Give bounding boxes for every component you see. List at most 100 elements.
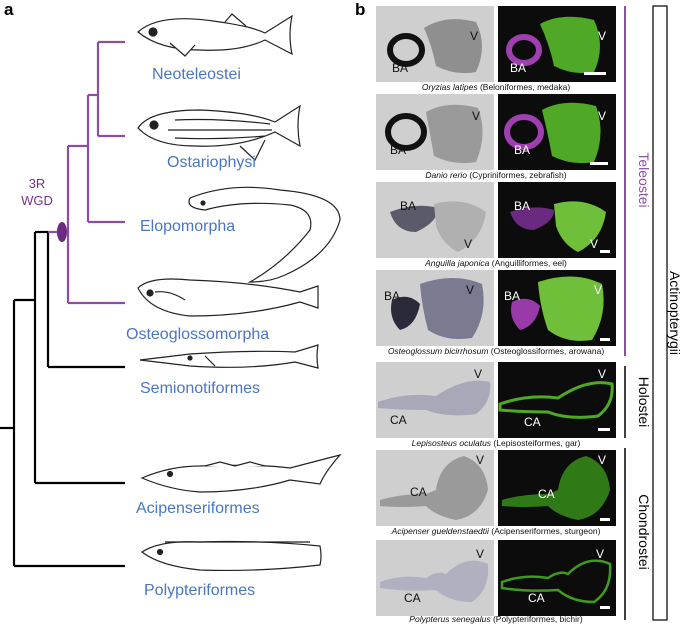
fluorescence-drawing <box>510 201 606 252</box>
actinopterygii-bracket <box>652 5 668 621</box>
brightfield-section: BA V <box>376 182 494 258</box>
species-name: Polypterus senegalus <box>409 614 491 624</box>
species-name: Anguilla japonica <box>425 258 490 268</box>
chamber-label: BA <box>384 289 401 303</box>
ventricle-label: V <box>464 237 473 251</box>
arowana-illustration <box>137 278 319 317</box>
scale-bar <box>584 72 606 75</box>
chamber-label: BA <box>392 61 409 75</box>
fluorescence-drawing <box>504 102 601 164</box>
medaka-fish-illustration <box>137 13 293 57</box>
fluorescence-drawing <box>502 456 610 520</box>
scale-bar <box>598 428 610 431</box>
heart-section-drawing <box>380 560 489 602</box>
taxon-osteoglossomorpha: Osteoglossomorpha <box>126 326 270 343</box>
chamber-label: BA <box>400 199 417 213</box>
ventricle-label: V <box>466 283 475 297</box>
scale-bar <box>600 338 610 341</box>
heart-section-drawing <box>378 380 491 416</box>
taxon-neoteleostei: Neoteleostei <box>152 66 241 83</box>
ventricle-label: V <box>598 367 607 381</box>
actinopterygii-label: Actinopterygii <box>667 270 683 356</box>
chamber-label: BA <box>390 143 407 157</box>
species-detail: (Polypteriformes, bichir) <box>490 614 583 624</box>
species-name: Oryzias latipes <box>421 82 478 92</box>
brightfield-section: CA V <box>376 362 494 438</box>
species-detail: (Cypriniformes, zebrafish) <box>466 170 567 180</box>
fluorescence-section: CA V <box>498 540 616 616</box>
fluorescence-section: CA V <box>498 362 616 438</box>
gar-illustration <box>139 344 319 369</box>
chamber-label: CA <box>404 591 421 605</box>
ventricle-label: V <box>476 453 485 467</box>
wgd-marker <box>57 222 67 242</box>
species-caption: Acipenser gueldenstaedtii (Acipenserifor… <box>366 526 626 536</box>
teleostei-label: Teleostei <box>636 152 652 208</box>
chamber-label: BA <box>504 289 521 303</box>
species-caption: Anguilla japonica (Anguilliformes, eel) <box>366 258 626 268</box>
chamber-label: BA <box>510 61 527 75</box>
species-detail: (Anguilliformes, eel) <box>489 258 567 268</box>
ventricle-label: V <box>594 283 603 297</box>
taxon-semionotiformes: Semionotiformes <box>140 380 261 397</box>
zebrafish-illustration <box>137 104 301 161</box>
fluorescence-section: BA V <box>498 94 616 170</box>
heart-section-drawing <box>385 104 483 164</box>
ventricle-label: V <box>474 367 483 381</box>
species-name: Lepisosteus oculatus <box>411 438 492 448</box>
brightfield-section: CA V <box>376 540 494 616</box>
chamber-label: BA <box>514 143 531 157</box>
ventricle-label: V <box>598 109 607 123</box>
scale-bar <box>600 518 610 521</box>
ventricle-label: V <box>590 237 599 251</box>
fluorescence-section: CA V <box>498 450 616 526</box>
ventricle-label: V <box>472 109 481 123</box>
chamber-label: CA <box>528 591 545 605</box>
sturgeon-illustration <box>140 453 342 493</box>
chamber-label: CA <box>524 415 541 429</box>
species-detail: (Acipenseriformes, sturgeon) <box>488 526 601 536</box>
heart-section-drawing <box>387 19 482 74</box>
species-detail: (Beloniformes, medaka) <box>477 82 571 92</box>
chamber-label: CA <box>538 487 555 501</box>
taxon-polypteriformes: Polypteriformes <box>144 582 256 599</box>
wgd-label-line1: 3R <box>28 176 46 191</box>
panel-b-label: b <box>355 0 366 19</box>
panel-a-label: a <box>4 0 14 19</box>
holostei-label: Holostei <box>636 376 652 428</box>
fluorescence-drawing <box>498 381 614 419</box>
heart-section-drawing <box>380 456 488 520</box>
scale-bar <box>590 162 608 165</box>
species-detail: (Lepisosteiformes, gar) <box>491 438 581 448</box>
ventricle-label: V <box>598 29 607 43</box>
fluorescence-section: BA V <box>498 182 616 258</box>
ventricle-label: V <box>476 547 485 561</box>
chamber-label: CA <box>390 413 407 427</box>
species-name: Acipenser gueldenstaedtii <box>391 526 489 536</box>
species-caption: Osteoglossum bicirrhosum (Osteoglossifor… <box>366 346 626 356</box>
brightfield-section: BA V <box>376 94 494 170</box>
wgd-label-line2: WGD <box>21 193 53 208</box>
eel-illustration <box>188 186 341 283</box>
fluorescence-drawing <box>511 276 604 341</box>
heart-section-drawing <box>391 278 484 339</box>
species-caption: Lepisosteus oculatus (Lepisosteiformes, … <box>366 438 626 448</box>
brightfield-section: BA V <box>376 6 494 82</box>
ventricle-label: V <box>598 453 607 467</box>
chondrostei-label: Chondrostei <box>636 494 652 570</box>
species-name: Danio rerio <box>425 170 467 180</box>
heart-section-drawing <box>390 201 486 252</box>
fish-illustrations <box>137 13 342 572</box>
brightfield-section: CA V <box>376 450 494 526</box>
non-teleost-branches <box>0 230 125 568</box>
taxon-elopomorpha: Elopomorpha <box>140 218 236 235</box>
scale-bar <box>600 606 610 609</box>
fluorescence-section: BA V <box>498 6 616 82</box>
phylogenetic-tree <box>0 13 342 572</box>
wgd-event-label: 3R WGD <box>16 175 58 209</box>
species-name: Osteoglossum bicirrhosum <box>387 346 489 356</box>
taxon-ostariophysi: Ostariophysi <box>167 154 256 171</box>
species-caption: Oryzias latipes (Beloniformes, medaka) <box>366 82 626 92</box>
